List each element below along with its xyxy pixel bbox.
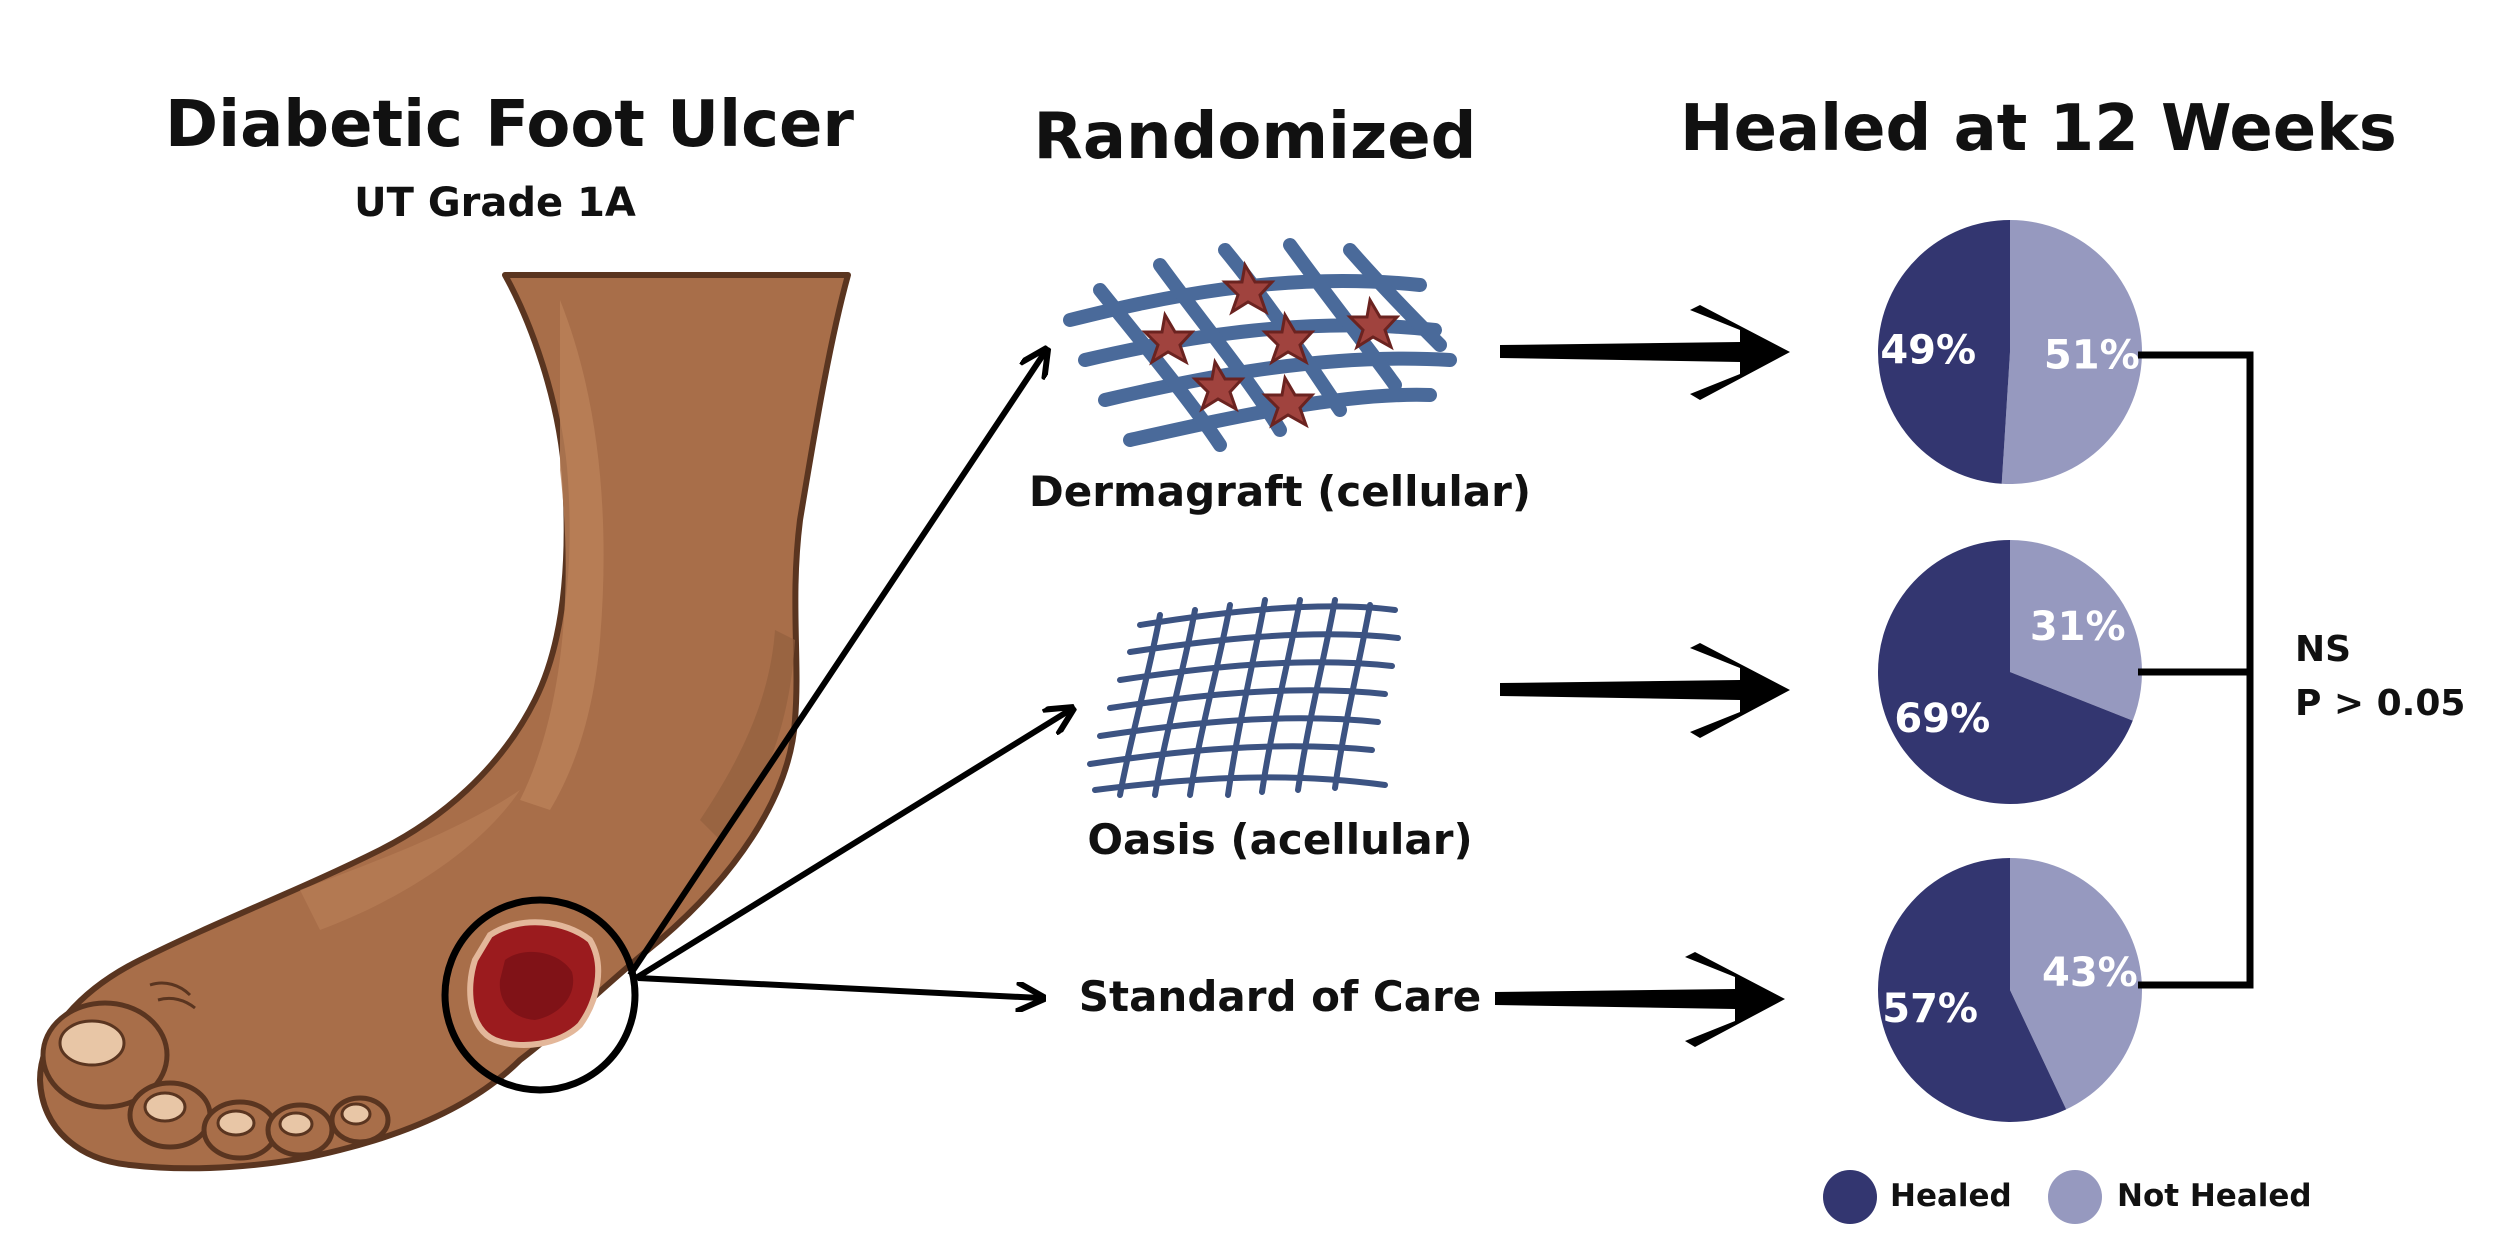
- ulcer-highlight-circle: [441, 896, 639, 1094]
- cellular-matrix-icon: [1063, 238, 1457, 452]
- pie-slice-not-healed: [2010, 540, 2142, 721]
- arm-label-dermagraft: Dermagraft (cellular): [1028, 467, 1532, 516]
- pie-slice-healed: [1877, 220, 2010, 484]
- significance-bracket: [2138, 351, 2254, 989]
- title-ulcer: Diabetic Foot Ulcer: [165, 88, 854, 162]
- acellular-matrix-icon: [1087, 597, 1401, 798]
- pie-label-not-healed: 31%: [2030, 604, 2126, 650]
- pie-label-healed: 69%: [1894, 696, 1990, 742]
- pie-chart-dermagraft: 49% 51%: [1877, 220, 2142, 484]
- pie-label-healed: 57%: [1882, 986, 1978, 1032]
- flow-arrow-dermagraft: [1500, 305, 1790, 400]
- significance-pvalue: P > 0.05: [2295, 683, 2466, 724]
- legend-label-not-healed: Not Healed: [2117, 1178, 2312, 1214]
- legend-swatch-healed: [1823, 1170, 1877, 1224]
- legend-label-healed: Healed: [1890, 1178, 2012, 1214]
- cell-icons: [1141, 260, 1401, 429]
- pie-slice-healed: [1878, 540, 2133, 804]
- branch-arrow-dermagraft: [627, 352, 1045, 977]
- pie-label-healed: 49%: [1880, 327, 1976, 373]
- branch-arrow-standard: [637, 975, 1040, 998]
- title-randomized: Randomized: [1033, 100, 1477, 174]
- foot-illustration: [37, 272, 851, 1172]
- pie-slice-healed: [1877, 858, 2067, 1122]
- pie-chart-oasis: 69% 31%: [1878, 540, 2142, 804]
- pie-slice-not-healed: [2001, 220, 2142, 484]
- flow-arrow-oasis: [1500, 643, 1790, 738]
- arm-label-oasis: Oasis (acellular): [1087, 815, 1473, 864]
- legend-swatch-not-healed: [2048, 1170, 2102, 1224]
- flow-arrow-standard: [1495, 952, 1785, 1047]
- pie-label-not-healed: 43%: [2042, 950, 2138, 996]
- arm-label-standard: Standard of Care: [1078, 972, 1482, 1021]
- branch-arrow-oasis: [634, 710, 1070, 981]
- significance-ns: NS: [2295, 629, 2352, 670]
- title-healed: Healed at 12 Weeks: [1680, 92, 2397, 166]
- ulcer-wound: [467, 919, 602, 1048]
- pie-slice-not-healed: [2010, 858, 2142, 1110]
- flow-arrows: [1495, 305, 1790, 1047]
- subtitle-grade: UT Grade 1A: [354, 180, 636, 226]
- pie-chart-standard: 57% 43%: [1877, 858, 2142, 1122]
- pie-label-not-healed: 51%: [2044, 333, 2140, 379]
